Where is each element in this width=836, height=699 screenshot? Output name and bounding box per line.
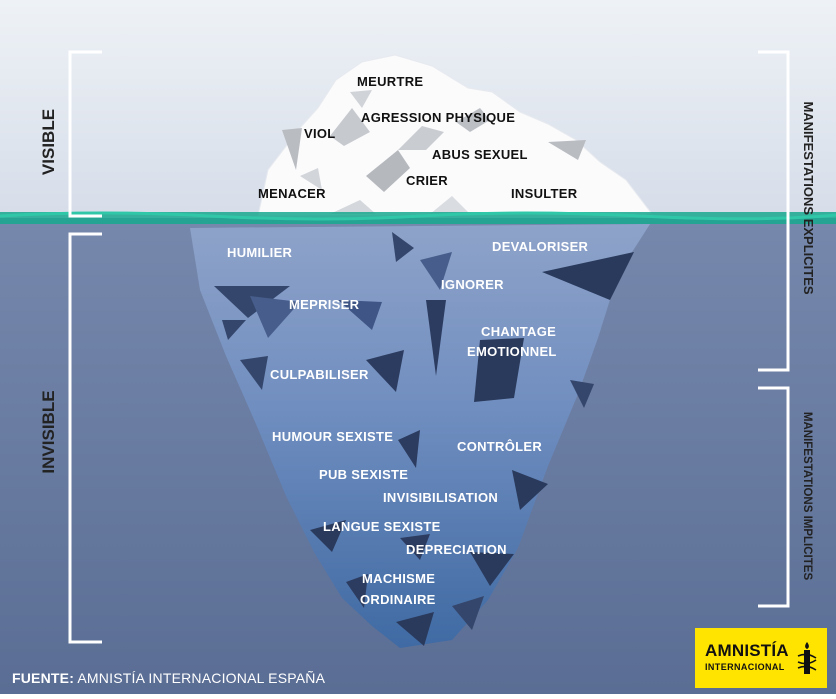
invisible-bracket: INVISIBLE: [39, 232, 102, 644]
source-credit: FUENTE: AMNISTÍA INTERNACIONAL ESPAÑA: [12, 670, 325, 686]
implicit-label: MANIFESTATIONS IMPLICITES: [801, 412, 813, 581]
label-invisibilisation: INVISIBILISATION: [383, 490, 498, 505]
label-insulter: INSULTER: [511, 186, 578, 201]
label-mepriser: MEPRISER: [289, 297, 360, 312]
label-chantage: CHANTAGE: [481, 324, 556, 339]
below-water-labels: HUMILIER DEVALORISER IGNORER MEPRISER CH…: [227, 239, 589, 607]
explicit-bracket: MANIFESTATIONS EXPLICITES: [758, 50, 816, 372]
logo-line2: INTERNACIONAL: [705, 662, 785, 672]
visible-bracket: VISIBLE: [39, 50, 102, 218]
above-water-labels: MEURTRE VIOL AGRESSION PHYSIQUE ABUS SEX…: [258, 74, 578, 201]
label-langue-sexiste: LANGUE SEXISTE: [323, 519, 441, 534]
label-controler: CONTRÔLER: [457, 439, 542, 454]
explicit-label: MANIFESTATIONS EXPLICITES: [801, 101, 816, 294]
label-pub-sexiste: PUB SEXISTE: [319, 467, 408, 482]
source-label: FUENTE:: [12, 670, 75, 686]
label-abus-sexuel: ABUS SEXUEL: [432, 147, 528, 162]
label-ordinaire: ORDINAIRE: [360, 592, 436, 607]
implicit-bracket: MANIFESTATIONS IMPLICITES: [758, 386, 813, 608]
iceberg-tip: [257, 54, 654, 217]
iceberg-underwater: [190, 224, 650, 648]
visible-label: VISIBLE: [39, 109, 58, 175]
label-humilier: HUMILIER: [227, 245, 293, 260]
label-menacer: MENACER: [258, 186, 326, 201]
logo-line1: AMNISTÍA: [705, 641, 789, 660]
label-humour-sexiste: HUMOUR SEXISTE: [272, 429, 393, 444]
label-culpabiliser: CULPABILISER: [270, 367, 369, 382]
candle-barbed-wire-icon: [797, 642, 817, 674]
label-devaloriser: DEVALORISER: [492, 239, 589, 254]
label-emotionnel: EMOTIONNEL: [467, 344, 557, 359]
label-meurtre: MEURTRE: [357, 74, 423, 89]
label-ignorer: IGNORER: [441, 277, 504, 292]
label-depreciation: DEPRECIATION: [406, 542, 507, 557]
invisible-label: INVISIBLE: [39, 390, 58, 473]
label-machisme: MACHISME: [362, 571, 435, 586]
label-viol: VIOL: [304, 126, 336, 141]
source-text: AMNISTÍA INTERNACIONAL ESPAÑA: [77, 670, 326, 686]
label-agression-physique: AGRESSION PHYSIQUE: [361, 110, 515, 125]
amnesty-logo: AMNISTÍA INTERNACIONAL: [695, 628, 827, 688]
label-crier: CRIER: [406, 173, 448, 188]
